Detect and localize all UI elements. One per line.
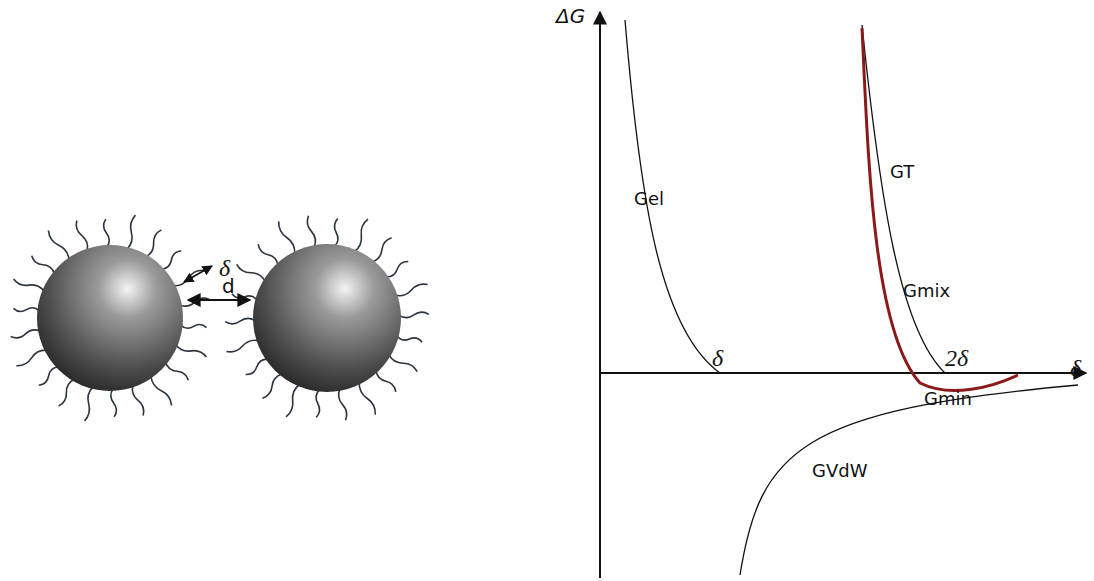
polymer-chain [399,312,429,318]
distance-mark: 2δ [945,346,968,370]
polymer-chain [16,350,46,366]
axis-label: ΔG [556,6,585,26]
polymer-chain [359,382,375,414]
curve-label: Gel [634,190,664,208]
polymer-chain [48,231,69,261]
particle-sphere [253,244,401,392]
x-axis [600,372,1086,374]
distance-mark: δ [712,346,723,370]
total-curve [862,28,1018,391]
polymer-chain [146,230,162,257]
mixing-curve [862,25,945,373]
curve-label: Gmin [924,390,972,408]
polymer-chain [132,385,143,415]
polymer-chain [316,390,320,418]
particle-sphere [37,245,183,391]
polymer-chain [339,389,347,420]
polymer-chain [389,355,417,372]
polymer-chain [258,244,278,265]
distance-arrow [188,299,250,301]
polymer-chain [151,376,172,406]
polymer-chain [104,219,110,247]
polymer-chain [246,359,268,374]
polymer-chain [14,279,45,291]
electrostatic-curve [625,20,720,373]
polymer-chain [14,308,40,312]
polymer-chain [395,284,427,296]
polymer-chain [286,385,299,417]
polymer-chain [386,261,408,276]
polymer-chain [162,251,182,270]
polymer-chain [226,340,258,352]
distance-label: d [222,276,235,296]
polymer-chain [59,379,75,406]
polymer-chain [262,374,281,398]
polymer-chains [11,215,429,421]
polymer-chain [181,325,207,329]
polymer-chain [176,345,207,357]
polymer-chain [166,362,189,380]
polymer-chain [76,221,87,251]
polymer-chain [127,215,135,249]
polymer-chain [334,219,338,247]
y-axis [599,12,601,578]
polymer-chain [397,336,422,342]
thickness-arrow [184,266,212,282]
polymer-chain [355,219,368,251]
polymer-chain [11,330,41,338]
curve-label: Gmix [903,282,950,300]
polymer-chain [376,371,396,392]
polymer-chain [372,238,391,262]
vdw-curve [740,385,1078,575]
polymer-chain [225,318,255,324]
polymer-chain [85,387,93,421]
curve-label: GVdW [812,462,868,480]
polymer-chain [307,216,315,247]
polymer-chain [111,389,117,417]
polymer-chain [39,367,59,386]
polymer-chain [32,256,55,274]
polymer-chain [279,221,295,253]
curve-label: GT [890,163,914,181]
axis-label: δ [1070,356,1081,380]
polymer-chain [237,264,265,281]
